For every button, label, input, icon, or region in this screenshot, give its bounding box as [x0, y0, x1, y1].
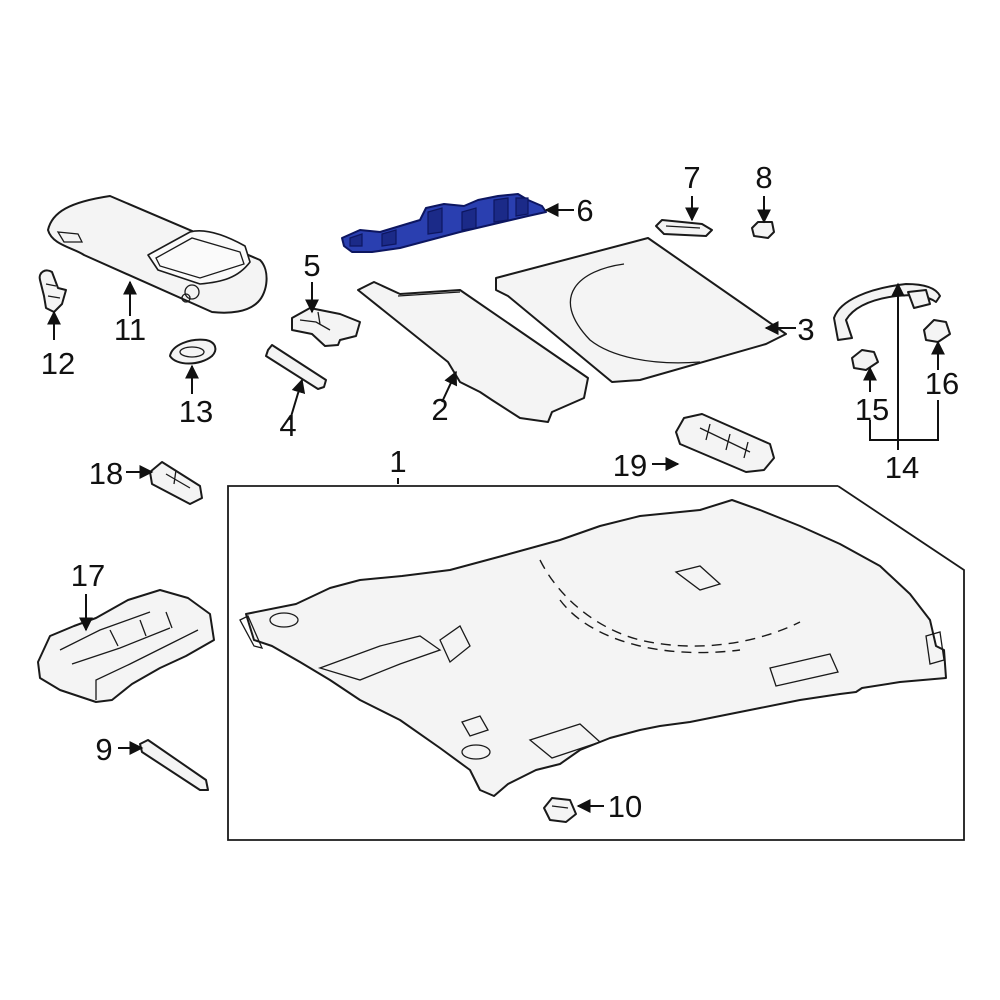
callout-8: 8 [755, 160, 772, 195]
callout-19: 19 [613, 448, 647, 483]
clip-part-10[interactable] [543, 797, 577, 823]
callout-9: 9 [95, 732, 112, 767]
cap-left-part[interactable] [851, 349, 879, 371]
callout-13: 13 [179, 394, 213, 429]
callout-6: 6 [576, 193, 593, 228]
callout-1: 1 [389, 444, 406, 479]
callout-2: 2 [431, 392, 448, 427]
callout-7: 7 [683, 160, 700, 195]
bracket-part[interactable] [291, 307, 361, 347]
rod-part[interactable] [265, 344, 327, 390]
callout-15: 15 [855, 392, 889, 427]
headliner-group-frame [227, 485, 965, 841]
small-tray-part[interactable] [655, 219, 713, 237]
headliner-part[interactable] [239, 499, 947, 797]
callout-17: 17 [71, 558, 105, 593]
visor-clip-part[interactable] [38, 269, 67, 313]
overhead-console-part[interactable] [37, 589, 215, 703]
callout-14: 14 [885, 450, 919, 485]
switch-part-18[interactable] [149, 461, 203, 505]
callout-12: 12 [41, 346, 75, 381]
callout-labels: 1 2 3 4 5 6 7 8 9 10 11 12 13 14 15 16 1… [41, 160, 959, 824]
round-cap-part[interactable] [169, 338, 217, 365]
callout-18: 18 [89, 456, 123, 491]
callout-5: 5 [303, 248, 320, 283]
sun-visor-part[interactable] [47, 195, 268, 314]
callout-11: 11 [114, 312, 146, 347]
lamp-part-19[interactable] [675, 413, 775, 473]
leader-lines [47, 196, 945, 813]
cap-right-part[interactable] [923, 319, 951, 343]
callout-4: 4 [279, 408, 296, 443]
callout-10: 10 [608, 789, 642, 824]
callout-16: 16 [925, 366, 959, 401]
large-panel-part[interactable] [495, 237, 787, 383]
small-block-part[interactable] [751, 221, 775, 239]
strip-part[interactable] [139, 739, 209, 791]
callout-3: 3 [797, 312, 814, 347]
long-panel-part[interactable] [357, 281, 589, 423]
highlighted-bracket-part[interactable] [341, 193, 547, 253]
grab-handle-part[interactable] [833, 283, 941, 341]
